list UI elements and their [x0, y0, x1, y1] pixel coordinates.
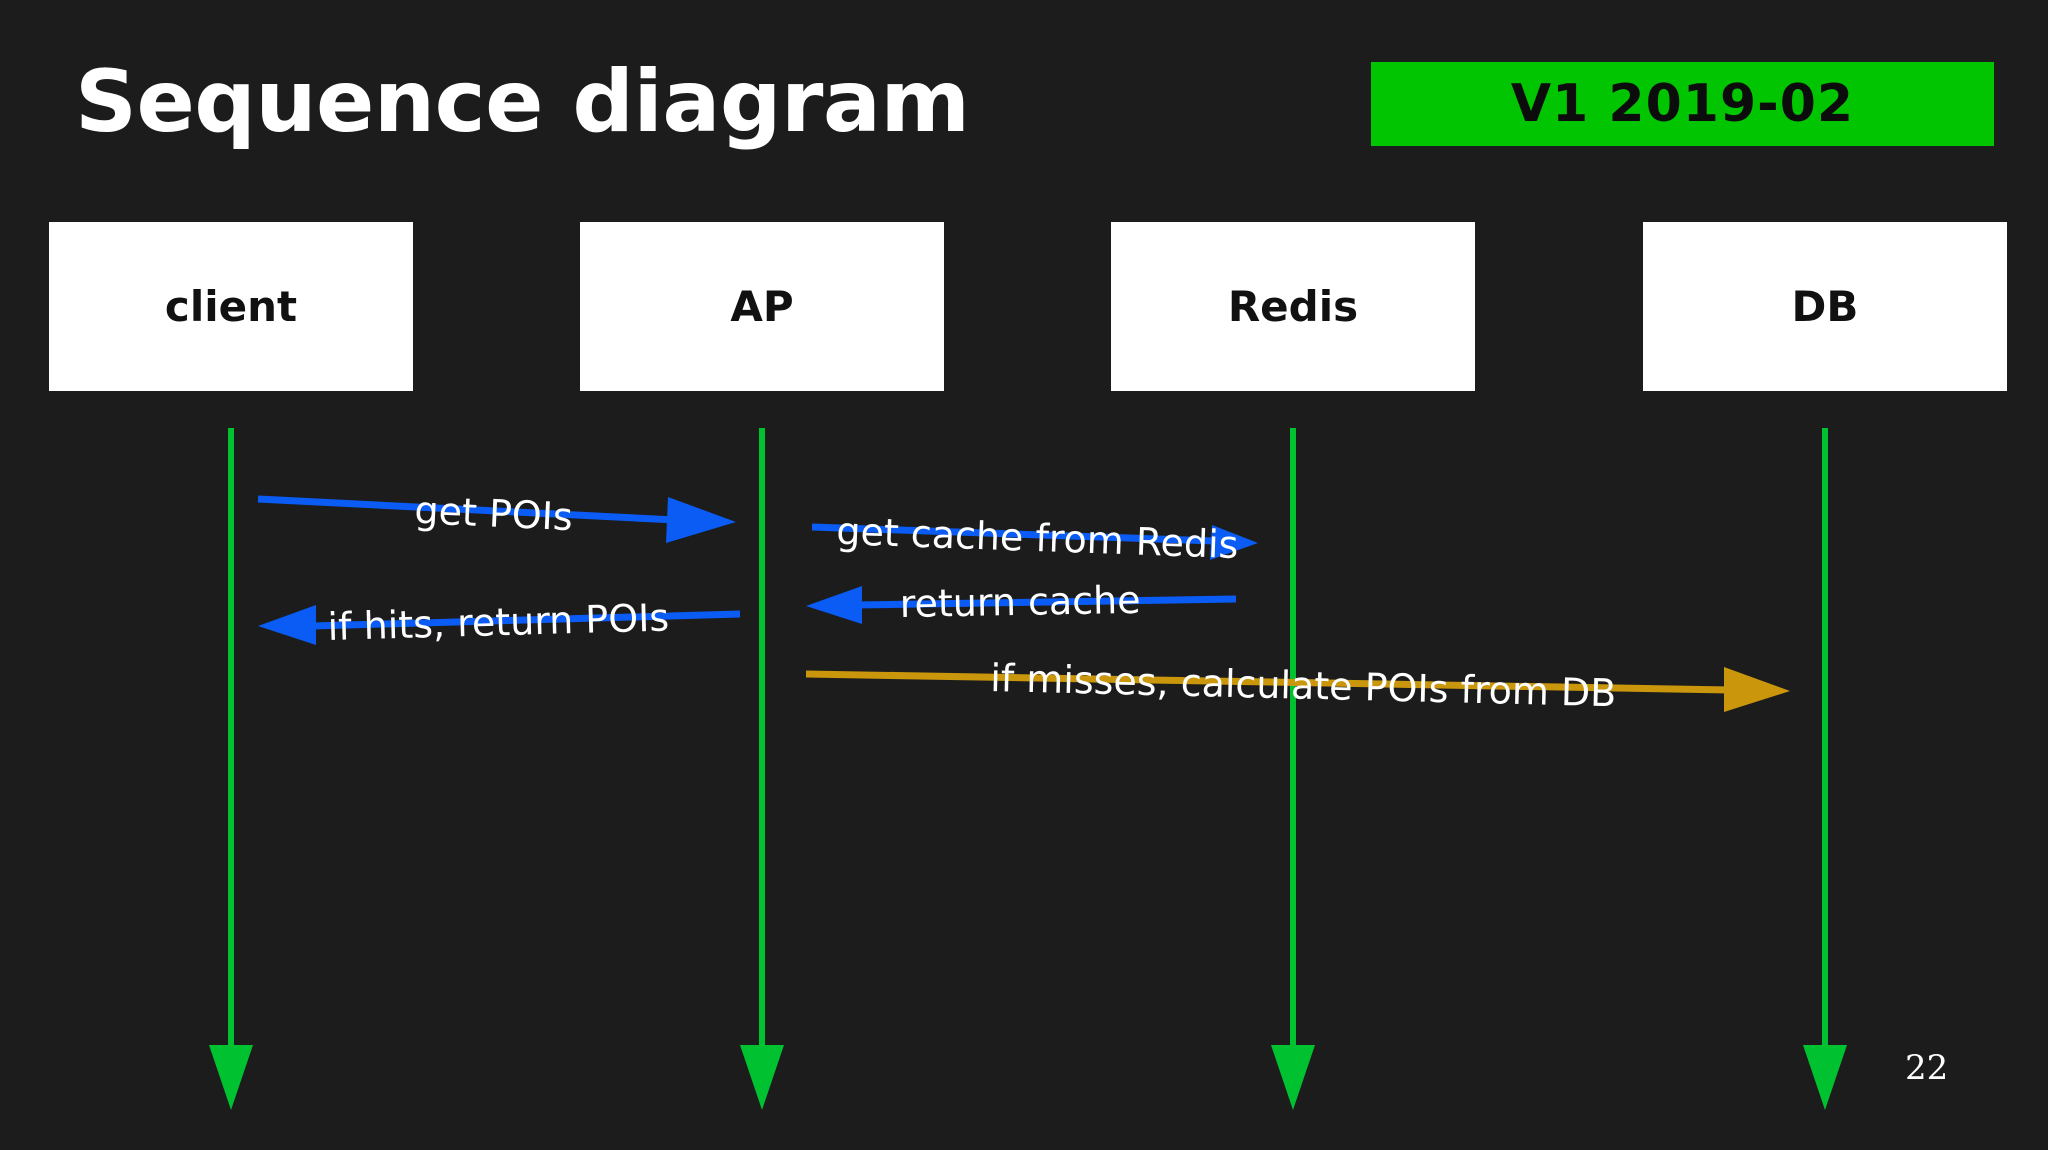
lifelines	[209, 428, 1847, 1110]
message-return-cache: return cache	[806, 578, 1237, 626]
message-return-pois-label: if hits, return POIs	[327, 595, 670, 649]
message-return-cache-label: return cache	[899, 578, 1141, 626]
message-calculate-pois: if misses, calculate POIs from DB	[805, 656, 1790, 715]
lifeline-db-arrowhead	[1803, 1045, 1847, 1110]
lifeline-client-arrowhead	[209, 1045, 253, 1110]
message-get-cache-arrowhead	[1210, 525, 1258, 560]
message-get-cache-label: get cache from Redis	[836, 509, 1239, 567]
message-get-pois-line	[257, 495, 676, 524]
slide-title: Sequence diagram	[75, 52, 970, 152]
message-calculate-pois-label: if misses, calculate POIs from DB	[990, 656, 1617, 715]
version-badge: V1 2019-02	[1371, 62, 1994, 146]
participant-redis: Redis	[1111, 222, 1475, 391]
message-calculate-pois-arrowhead	[1724, 667, 1790, 712]
message-return-cache-arrowhead	[806, 586, 862, 624]
participant-ap: AP	[580, 222, 944, 391]
lifeline-ap-arrowhead	[740, 1045, 784, 1110]
message-return-pois-line	[311, 610, 741, 630]
message-calculate-pois-line	[805, 670, 1731, 694]
message-get-pois: get POIs	[257, 488, 736, 543]
message-get-pois-arrowhead	[666, 497, 736, 543]
message-get-pois-label: get POIs	[414, 488, 574, 539]
message-return-cache-line	[857, 595, 1237, 609]
message-get-cache: get cache from Redis	[811, 509, 1258, 567]
participant-client: client	[49, 222, 413, 391]
message-get-cache-line	[811, 523, 1216, 545]
page-number: 22	[1905, 1048, 1949, 1088]
message-return-pois: if hits, return POIs	[258, 595, 741, 649]
message-return-pois-arrowhead	[258, 605, 316, 645]
participant-db: DB	[1643, 222, 2007, 391]
lifeline-redis-arrowhead	[1271, 1045, 1315, 1110]
